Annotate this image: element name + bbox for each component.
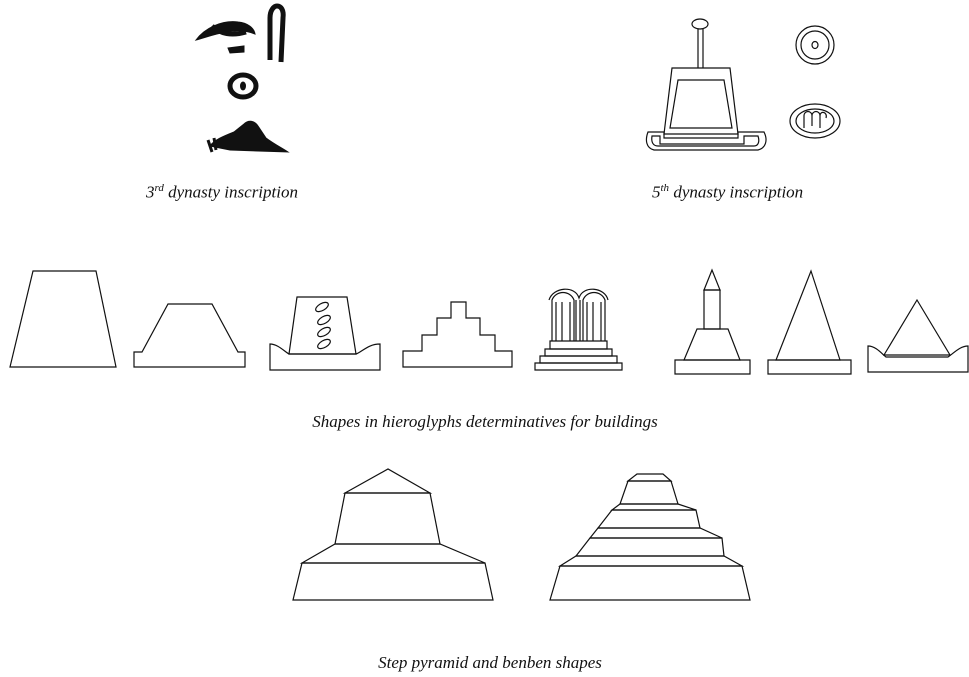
stepped-building-shape xyxy=(402,301,513,368)
sun-disc-glyph-icon xyxy=(795,25,835,65)
oval-cartouche-glyph-icon xyxy=(789,103,841,139)
pyramid-on-base-shape xyxy=(767,269,852,375)
mound-glyph-icon xyxy=(206,120,290,153)
fifth-dynasty-ordinal: 5 xyxy=(652,182,661,202)
columned-shrine-shape xyxy=(534,288,623,371)
fifth-dynasty-text: dynasty inscription xyxy=(669,182,804,202)
determinatives-caption: Shapes in hieroglyphs determinatives for… xyxy=(312,412,658,431)
third-dynasty-ordinal: 3 xyxy=(146,182,155,202)
pyramid-on-tray-shape xyxy=(867,298,969,373)
tray-standard-glyph-icon xyxy=(645,18,767,151)
third-dynasty-text: dynasty inscription xyxy=(163,182,298,202)
benben-stepped-pyramid-shape xyxy=(549,473,751,601)
dotted-pyramid-on-tray-shape xyxy=(269,296,381,371)
staff-glyph-icon xyxy=(267,3,286,63)
third-dynasty-suffix: rd xyxy=(154,182,164,194)
circle-glyph-icon xyxy=(227,72,259,100)
third-dynasty-caption: 3rd dynasty inscription xyxy=(146,182,298,203)
step-pyramid-shape xyxy=(292,468,494,601)
obelisk-on-pedestal-shape xyxy=(674,268,751,375)
eye-glyph-icon xyxy=(194,21,256,54)
fifth-dynasty-suffix: th xyxy=(660,182,670,194)
trapezoid-building-shape xyxy=(9,270,117,368)
fifth-dynasty-caption: 5th dynasty inscription xyxy=(652,182,803,203)
mastaba-on-base-shape xyxy=(133,303,246,368)
step-pyramid-caption: Step pyramid and benben shapes xyxy=(378,653,602,672)
